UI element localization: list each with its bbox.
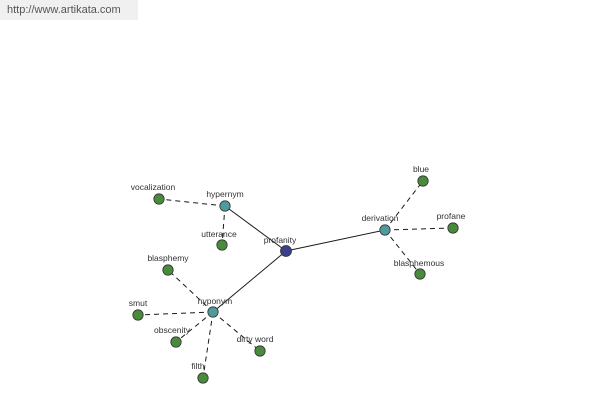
node-dot-blue[interactable] — [417, 175, 429, 187]
node-label-dirty-word: dirty word — [237, 334, 274, 344]
edge-derivation-profane — [384, 227, 454, 231]
edge-hyponym-obscenity — [175, 311, 214, 343]
node-label-blasphemous: blasphemous — [394, 258, 445, 268]
node-dot-filth[interactable] — [197, 372, 209, 384]
edge-derivation-blasphemous — [384, 229, 421, 275]
node-label-vocalization: vocalization — [131, 182, 176, 192]
edge-hyponym-dirty-word — [212, 311, 261, 352]
node-vocalization[interactable]: vocalization — [131, 182, 176, 205]
node-dot-utterance[interactable] — [216, 239, 228, 251]
node-dot-smut[interactable] — [132, 309, 144, 321]
node-label-blue: blue — [413, 164, 429, 174]
node-blue[interactable]: blue — [413, 164, 429, 187]
node-obscenity[interactable]: obscenity — [154, 325, 191, 348]
node-blasphemy[interactable]: blasphemy — [147, 253, 189, 276]
node-dot-hypernym[interactable] — [219, 200, 231, 212]
node-label-hypernym: hypernym — [206, 189, 243, 199]
node-dot-hyponym[interactable] — [207, 306, 219, 318]
node-dot-vocalization[interactable] — [153, 193, 165, 205]
edge-hyponym-blasphemy — [167, 269, 214, 313]
node-dot-derivation[interactable] — [379, 224, 391, 236]
node-profanity[interactable]: profanity — [264, 235, 297, 257]
node-dot-profane[interactable] — [447, 222, 459, 234]
graph-edges — [137, 180, 454, 379]
node-dot-blasphemous[interactable] — [414, 268, 426, 280]
source-url-link[interactable]: http://www.artikata.com — [0, 0, 138, 20]
node-label-profanity: profanity — [264, 235, 297, 245]
node-hypernym[interactable]: hypernym — [206, 189, 244, 212]
node-dot-profanity[interactable] — [280, 245, 292, 257]
node-derivation[interactable]: derivation — [362, 213, 399, 236]
node-label-filth: filth — [191, 361, 205, 371]
edge-hyponym-smut — [137, 311, 214, 316]
node-label-hyponym: hyponym — [198, 296, 233, 306]
node-label-utterance: utterance — [201, 229, 237, 239]
node-label-derivation: derivation — [362, 213, 399, 223]
node-filth[interactable]: filth — [191, 361, 209, 384]
graph-nodes: profanity hypernym derivation hyponym vocali… — [129, 164, 466, 384]
node-profane[interactable]: profane — [437, 211, 466, 234]
node-label-profane: profane — [437, 211, 466, 221]
edge-profanity-hyponym — [212, 250, 287, 313]
node-label-obscenity: obscenity — [154, 325, 191, 335]
node-dot-blasphemy[interactable] — [162, 264, 174, 276]
node-blasphemous[interactable]: blasphemous — [394, 258, 445, 280]
edge-hypernym-utterance — [221, 205, 226, 246]
edge-hypernym-vocalization — [158, 198, 226, 207]
node-label-smut: smut — [129, 298, 148, 308]
node-utterance[interactable]: utterance — [201, 229, 237, 251]
edge-hyponym-filth — [202, 311, 214, 379]
node-smut[interactable]: smut — [129, 298, 148, 321]
edge-profanity-derivation — [285, 229, 386, 252]
node-dirty-word[interactable]: dirty word — [237, 334, 274, 357]
node-dot-obscenity[interactable] — [170, 336, 182, 348]
edge-derivation-blue — [384, 180, 424, 231]
edge-profanity-hypernym — [224, 205, 287, 252]
node-hyponym[interactable]: hyponym — [198, 296, 233, 318]
node-dot-dirty-word[interactable] — [254, 345, 266, 357]
node-label-blasphemy: blasphemy — [147, 253, 189, 263]
